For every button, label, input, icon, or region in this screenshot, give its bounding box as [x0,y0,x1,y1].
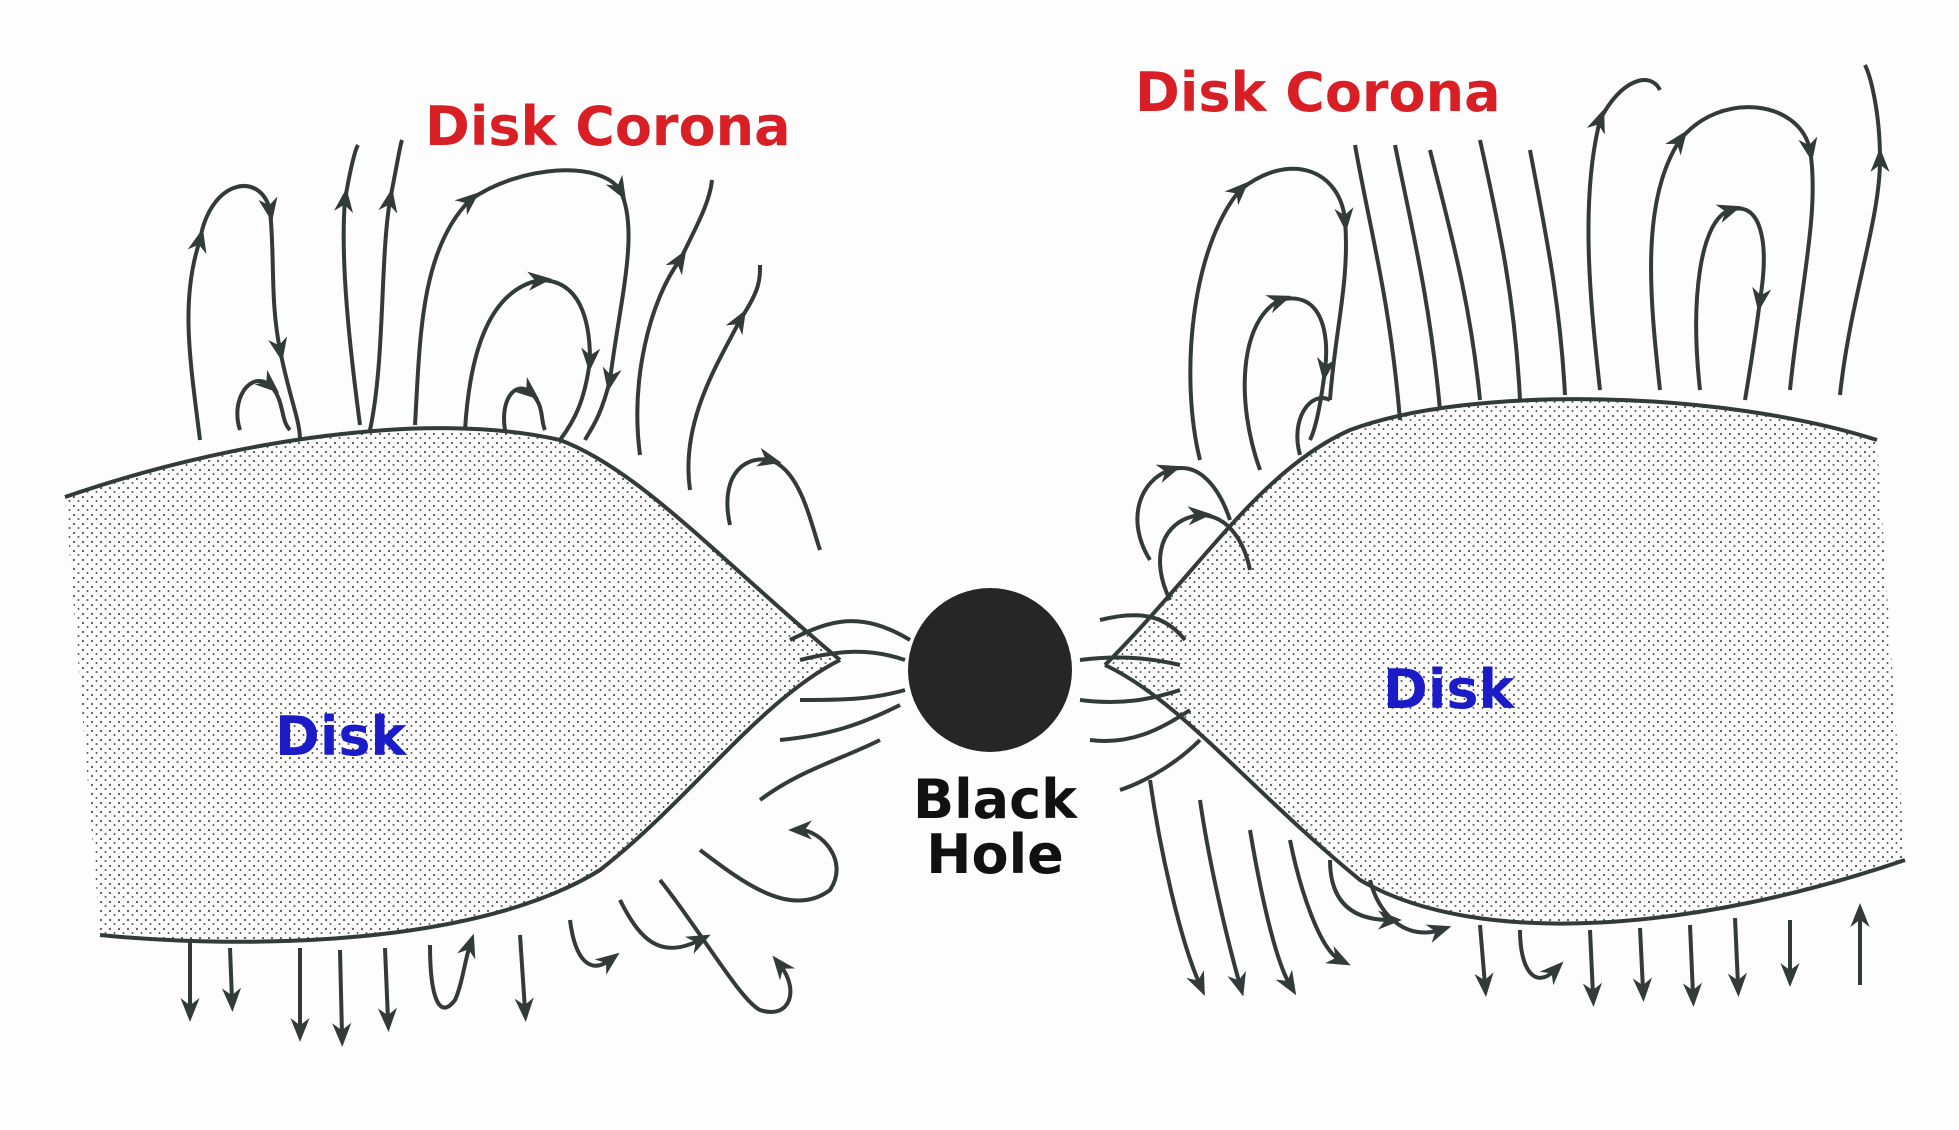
corona-label-left: Disk Corona [425,100,791,154]
left-disk [65,428,840,942]
disk-label-right: Disk [1383,663,1514,717]
black-hole-label-line1: Black [905,772,1085,827]
black-hole-label-line2: Hole [905,827,1085,882]
black-hole [908,588,1072,752]
disk-label-left: Disk [275,710,406,764]
black-hole-label: Black Hole [905,772,1085,882]
corona-label-right: Disk Corona [1135,66,1501,120]
